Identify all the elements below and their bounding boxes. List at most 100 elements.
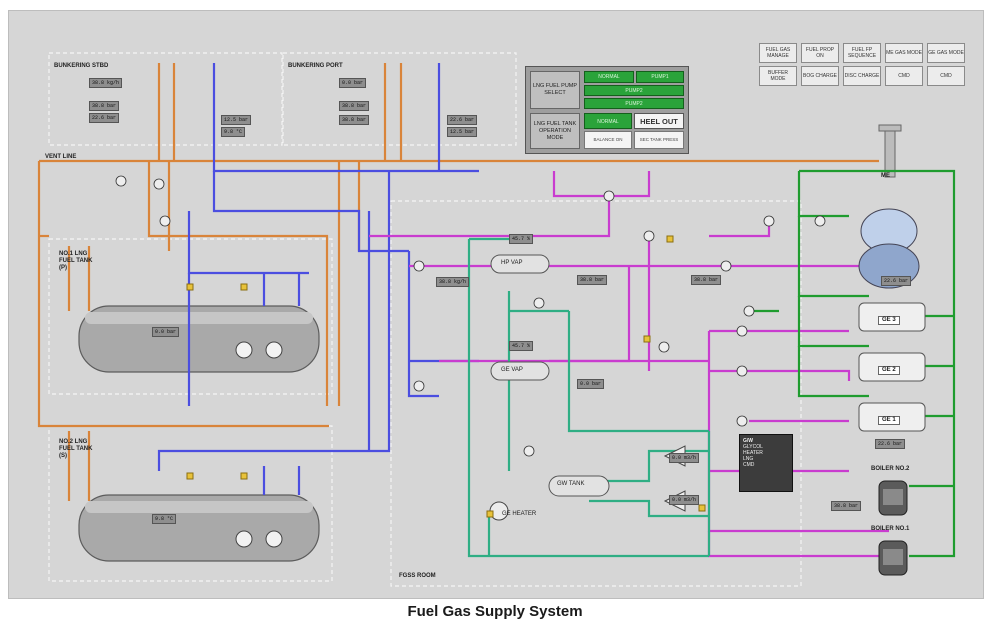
bog-charge-button[interactable]: BOG CHARGE (801, 66, 839, 86)
valve-icon (524, 446, 534, 456)
status-indicator (241, 284, 247, 290)
pump-normal-button[interactable]: NORMAL (584, 71, 634, 83)
ge2-label: GE 2 (878, 366, 900, 375)
value-readout: 38.8 bar (339, 101, 369, 111)
section-bunkering-port: BUNKERING PORT (288, 63, 343, 70)
pipe-line (799, 171, 849, 216)
ge-heater-label: GE HEATER (502, 511, 536, 518)
pipe-line (369, 171, 649, 236)
value-readout: 22.6 bar (89, 113, 119, 123)
lng-tank-no2-highlight (85, 501, 313, 513)
value-readout: 22.6 bar (447, 115, 477, 125)
pump2-button[interactable]: PUMP2 (584, 98, 684, 109)
section-tank-no1: NO.1 LNG FUEL TANK (P) (59, 251, 99, 272)
status-indicator (699, 505, 705, 511)
pipe-line (39, 161, 329, 426)
pipe-line (409, 251, 439, 396)
pipe-line (709, 371, 849, 381)
valve-icon (737, 416, 747, 426)
value-readout: 9.8 °C (221, 127, 245, 137)
value-readout: 38.8 kg/h (89, 78, 122, 88)
section-fgss-room: FGSS ROOM (399, 573, 436, 580)
pipe-line (554, 171, 609, 196)
value-readout: 22.6 bar (881, 276, 911, 286)
ge-gas-mode-button[interactable]: GE GAS MODE (927, 43, 965, 63)
value-readout: 22.6 bar (875, 439, 905, 449)
boiler1-label: BOILER NO.1 (871, 526, 909, 533)
status-indicator (241, 473, 247, 479)
glycol-legend: G/W GLYCOL HEATER LNG CMD (739, 434, 793, 492)
pump-icon (266, 342, 282, 358)
vent-mast (885, 129, 895, 177)
status-indicator (667, 236, 673, 242)
buffer-mode-button[interactable]: BUFFER MODE (759, 66, 797, 86)
valve-icon (764, 216, 774, 226)
valve-icon (116, 176, 126, 186)
valve-icon (604, 191, 614, 201)
heel-out-button[interactable]: HEEL OUT (634, 113, 684, 129)
value-readout: 38.8 bar (577, 275, 607, 285)
pipe-line (799, 216, 869, 296)
balance-on-button[interactable]: BALANCE ON (584, 131, 632, 149)
valve-icon (154, 179, 164, 189)
value-readout: 9.8 °C (152, 514, 176, 524)
section-bunkering-stbd: BUNKERING STBD (54, 63, 108, 70)
fuel-prop-on-button[interactable]: FUEL PROP ON (801, 43, 839, 63)
valve-icon (534, 298, 544, 308)
pipe-line (189, 211, 309, 273)
value-readout: 0.0 m3/h (669, 495, 699, 505)
section-vent-line: VENT LINE (45, 154, 76, 161)
value-readout: 12.5 bar (221, 115, 251, 125)
cmd-button-1[interactable]: CMD (885, 66, 923, 86)
value-readout: 12.5 bar (447, 127, 477, 137)
tank-normal-button[interactable]: NORMAL (584, 113, 632, 129)
glycol-tank-label: GW TANK (557, 481, 584, 488)
valve-icon (414, 381, 424, 391)
status-indicator (644, 336, 650, 342)
value-readout: 38.8 kg/h (436, 277, 469, 287)
valve-icon (744, 306, 754, 316)
value-readout: 38.8 bar (691, 275, 721, 285)
cmd-button-2[interactable]: CMD (927, 66, 965, 86)
fuel-fp-sequence-button[interactable]: FUEL FP SEQUENCE (843, 43, 881, 63)
status-indicator (487, 511, 493, 517)
value-readout: 38.8 bar (831, 501, 861, 511)
value-readout: 38.8 bar (339, 115, 369, 125)
valve-icon (815, 216, 825, 226)
valve-icon (737, 326, 747, 336)
value-readout: 45.7 % (509, 234, 533, 244)
fgss-room-box (391, 201, 801, 586)
legend-item: CMD (743, 462, 789, 468)
section-tank-no2: NO.2 LNG FUEL TANK (S) (59, 439, 99, 460)
figure-caption: Fuel Gas Supply System (0, 603, 990, 620)
ge1-label: GE 1 (878, 416, 900, 425)
disc-charge-button[interactable]: DISC CHARGE (843, 66, 881, 86)
value-readout: 38.8 bar (89, 101, 119, 111)
vent-mast-top (879, 125, 901, 131)
lng-tank-no1-highlight (85, 312, 313, 324)
me-label: ME (881, 173, 890, 180)
ge3-label: GE 3 (878, 316, 900, 325)
valve-icon (659, 342, 669, 352)
boiler-window (883, 489, 903, 505)
value-readout: 45.7 % (509, 341, 533, 351)
pump-icon (266, 531, 282, 547)
pump-row2-button[interactable]: PUMP2 (584, 85, 684, 96)
mode-panel: LNG FUEL PUMP SELECT LNG FUEL TANK OPERA… (525, 66, 689, 154)
pump1-button[interactable]: PUMP1 (636, 71, 684, 83)
me-gas-mode-button[interactable]: ME GAS MODE (885, 43, 923, 63)
hp-vaporizer-label: HP VAP (501, 260, 522, 267)
value-readout: 0.0 m3/h (669, 453, 699, 463)
pipe-line (709, 531, 889, 556)
boiler-window (883, 549, 903, 565)
boiler2-label: BOILER NO.2 (871, 466, 909, 473)
hmi-panel: BUNKERING STBD BUNKERING PORT VENT LINE … (8, 10, 984, 599)
pump-select-label: LNG FUEL PUMP SELECT (530, 71, 580, 109)
value-readout: 0.0 bar (577, 379, 604, 389)
fuel-gas-manage-button[interactable]: FUEL GAS MANAGE (759, 43, 797, 63)
sec-tank-press-button[interactable]: SEC TANK PRESS (634, 131, 684, 149)
value-readout: 0.0 bar (339, 78, 366, 88)
valve-icon (721, 261, 731, 271)
pipe-line (709, 221, 769, 236)
tank-operation-label: LNG FUEL TANK OPERATION MODE (530, 113, 580, 149)
